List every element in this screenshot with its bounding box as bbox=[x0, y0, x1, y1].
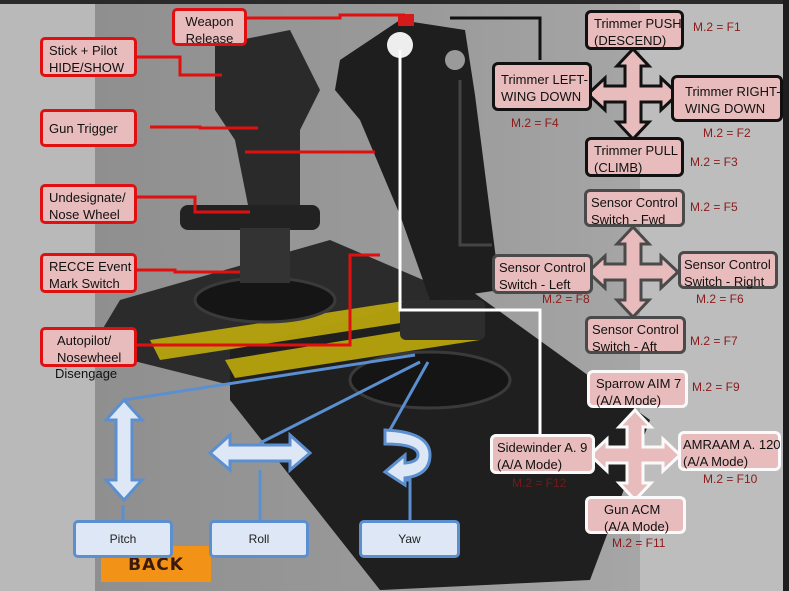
callout-line: RECCE Event bbox=[49, 259, 132, 274]
label-line: Sidewinder A. 9 bbox=[497, 440, 588, 455]
right-border bbox=[783, 0, 789, 591]
label-line: WING DOWN bbox=[685, 101, 766, 116]
left-gimbal bbox=[193, 276, 337, 324]
sensor-right: Sensor Control Switch - Right bbox=[678, 251, 778, 289]
trimmer-leader-line bbox=[450, 16, 542, 60]
red-leader-lines bbox=[136, 13, 405, 347]
fkey-f9: M.2 = F9 bbox=[692, 380, 740, 394]
fkey-f10: M.2 = F10 bbox=[703, 472, 758, 486]
label-line: (CLIMB) bbox=[594, 160, 643, 175]
label-line: Sensor Control bbox=[591, 195, 678, 210]
left-stick-collar bbox=[180, 205, 320, 230]
fkey-f8: M.2 = F8 bbox=[542, 292, 590, 306]
fkey-f2: M.2 = F2 bbox=[703, 126, 751, 140]
label-line: Trimmer RIGHT- bbox=[685, 84, 781, 99]
weapon-sidewinder: Sidewinder A. 9 (A/A Mode) bbox=[490, 434, 595, 474]
yaw-arrow bbox=[382, 428, 432, 488]
fkey-f7: M.2 = F7 bbox=[690, 334, 738, 348]
right-base bbox=[230, 290, 650, 590]
callout-gun-trigger: Gun Trigger bbox=[40, 109, 137, 147]
sensor-four-way-arrow bbox=[585, 224, 681, 320]
label-line: (A/A Mode) bbox=[604, 519, 670, 534]
axis-roll-label: Roll bbox=[248, 532, 270, 546]
callout-undesignate: Undesignate/ Nose Wheel bbox=[40, 184, 137, 224]
weapon-gun-acm: Gun ACM (A/A Mode) bbox=[585, 496, 686, 534]
label-line: (A/A Mode) bbox=[596, 393, 662, 408]
fkey-f11: M.2 = F11 bbox=[612, 536, 666, 550]
label-line: (DESCEND) bbox=[594, 33, 667, 48]
fkey-f3: M.2 = F3 bbox=[690, 155, 738, 169]
sensor-leader-line bbox=[458, 80, 492, 247]
axis-roll: Roll bbox=[209, 520, 309, 558]
fkey-f4: M.2 = F4 bbox=[511, 116, 559, 130]
callout-line: Nosewheel bbox=[57, 350, 122, 365]
sensor-fwd: Sensor Control Switch - Fwd bbox=[584, 189, 685, 227]
label-line: Trimmer LEFT- bbox=[501, 72, 588, 87]
pinky-button bbox=[387, 32, 413, 58]
label-line: Gun ACM bbox=[604, 502, 661, 517]
callout-line: Undesignate/ bbox=[49, 190, 126, 205]
weapon-amraam: AMRAAM A. 120 (A/A Mode) bbox=[678, 431, 781, 471]
callout-recce: RECCE Event Mark Switch bbox=[40, 253, 137, 293]
weapon-hat-leader-line bbox=[398, 50, 542, 440]
trimmer-left: Trimmer LEFT- WING DOWN bbox=[492, 62, 592, 111]
fkey-f1: M.2 = F1 bbox=[693, 20, 741, 34]
callout-line: Autopilot/ bbox=[57, 333, 112, 348]
label-line: Switch - Left bbox=[499, 277, 571, 292]
callout-line: Stick + Pilot bbox=[49, 43, 118, 58]
callout-weapon-release: Weapon Release bbox=[172, 8, 247, 46]
callout-line: HIDE/SHOW bbox=[49, 60, 125, 75]
axis-pitch: Pitch bbox=[73, 520, 173, 558]
right-stick-collar bbox=[400, 300, 485, 340]
label-line: Switch - Aft bbox=[592, 339, 658, 354]
fkey-f6: M.2 = F6 bbox=[696, 292, 744, 306]
label-line: (A/A Mode) bbox=[497, 457, 563, 472]
sensor-left: Sensor Control Switch - Left bbox=[492, 254, 593, 294]
pitch-arrow bbox=[102, 397, 146, 503]
right-gimbal bbox=[348, 350, 512, 410]
callout-autopilot: Autopilot/ Nosewheel bbox=[40, 327, 137, 367]
sensor-aft: Sensor Control Switch - Aft bbox=[585, 316, 686, 354]
label-line: Sensor Control bbox=[499, 260, 586, 275]
callout-line: Nose Wheel bbox=[49, 207, 120, 222]
trimmer-pull: Trimmer PULL (CLIMB) bbox=[585, 137, 684, 177]
callout-stick-pilot: Stick + Pilot HIDE/SHOW bbox=[40, 37, 137, 77]
fkey-f12: M.2 = F12 bbox=[512, 476, 567, 490]
fkey-f5: M.2 = F5 bbox=[690, 200, 738, 214]
label-line: Switch - Right bbox=[684, 274, 765, 289]
label-line: Sparrow AIM 7 bbox=[596, 376, 682, 391]
axis-pitch-label: Pitch bbox=[109, 532, 137, 546]
trim-hat bbox=[445, 50, 465, 70]
axis-yaw-label: Yaw bbox=[398, 532, 421, 546]
weapon-sparrow: Sparrow AIM 7 (A/A Mode) bbox=[587, 370, 688, 408]
trimmer-four-way-arrow bbox=[585, 46, 681, 142]
weapon-release-button bbox=[398, 14, 414, 26]
left-stick bbox=[215, 30, 320, 215]
callout-line: Mark Switch bbox=[49, 276, 120, 291]
callout-autopilot-line3: Disengage bbox=[55, 366, 118, 381]
top-border bbox=[0, 0, 789, 4]
label-line: Sensor Control bbox=[684, 257, 771, 272]
trimmer-push: Trimmer PUSH (DESCEND) bbox=[585, 10, 684, 50]
callout-line: Release bbox=[185, 31, 234, 46]
label-line: (A/A Mode) bbox=[683, 454, 749, 469]
label-line: Switch - Fwd bbox=[591, 212, 666, 227]
roll-arrow bbox=[207, 431, 313, 474]
axis-yaw: Yaw bbox=[359, 520, 460, 558]
label-line: Trimmer PULL bbox=[594, 143, 679, 158]
callout-line: Weapon bbox=[185, 14, 234, 29]
label-line: Sensor Control bbox=[592, 322, 679, 337]
label-line: WING DOWN bbox=[501, 89, 582, 104]
label-line: AMRAAM A. 120 bbox=[683, 437, 781, 452]
trimmer-right: Trimmer RIGHT- WING DOWN bbox=[671, 75, 783, 122]
callout-line: Gun Trigger bbox=[49, 121, 118, 136]
label-line: Trimmer PUSH bbox=[594, 16, 682, 31]
left-stick-shaft bbox=[240, 228, 290, 283]
